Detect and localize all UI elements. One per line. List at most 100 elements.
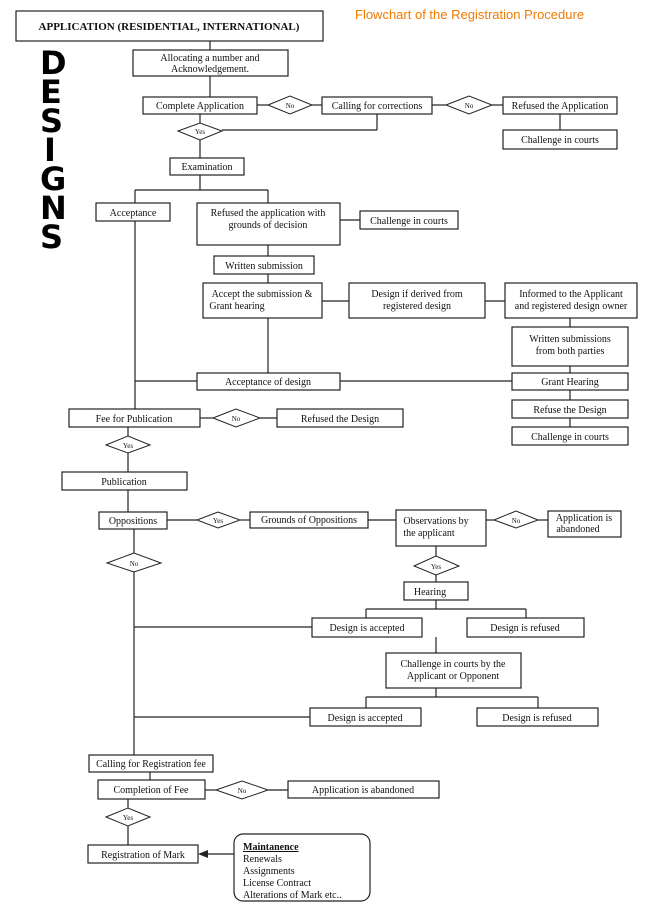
svg-text:Application is: Application is — [556, 513, 612, 524]
svg-text:Yes: Yes — [123, 814, 133, 822]
svg-text:Maintanence: Maintanence — [243, 842, 299, 853]
node-application-abandoned-2: Application is abandoned — [287, 780, 440, 799]
node-refused-application: Refused the Application — [502, 96, 618, 115]
svg-text:Calling for Registration fee: Calling for Registration fee — [96, 759, 206, 770]
node-refused-design: Refused the Design — [276, 408, 404, 428]
node-application-abandoned-1: Application is abandoned — [547, 510, 622, 538]
node-refused-grounds: Refused the application with grounds of … — [196, 202, 341, 246]
node-complete-application: Complete Application — [142, 96, 258, 115]
svg-text:Design is refused: Design is refused — [490, 623, 559, 634]
node-design-refused-2: Design is refused — [476, 707, 599, 727]
decision-no-5: No — [105, 552, 163, 573]
svg-text:Calling for corrections: Calling for corrections — [332, 101, 423, 112]
svg-text:Completion of Fee: Completion of Fee — [114, 785, 190, 796]
decision-no-2: No — [444, 95, 494, 115]
svg-text:Observations by: Observations by — [403, 516, 468, 527]
svg-text:APPLICATION (RESIDENTIAL, INTE: APPLICATION (RESIDENTIAL, INTERNATIONAL) — [39, 21, 300, 33]
side-letter: D — [40, 44, 67, 82]
svg-text:No: No — [232, 415, 241, 423]
svg-text:Grant hearing: Grant hearing — [209, 301, 264, 312]
node-hearing: Hearing — [403, 581, 469, 601]
node-design-accepted-1: Design is accepted — [311, 617, 423, 638]
svg-text:Challenge in courts: Challenge in courts — [370, 216, 448, 227]
svg-text:No: No — [238, 787, 247, 795]
svg-text:No: No — [286, 102, 295, 110]
svg-text:Yes: Yes — [123, 442, 133, 450]
node-oppositions: Oppositions — [98, 511, 168, 530]
side-letter: I — [44, 131, 56, 169]
svg-text:Publication: Publication — [101, 477, 147, 488]
svg-text:Refused the Application: Refused the Application — [512, 101, 609, 112]
node-grant-hearing: Grant Hearing — [511, 372, 629, 391]
node-challenge-applicant-opponent: Challenge in courts by the Applicant or … — [385, 652, 522, 689]
connectors — [127, 41, 571, 858]
svg-text:No: No — [130, 560, 139, 568]
svg-text:Oppositions: Oppositions — [109, 516, 157, 527]
decision-no-4: No — [492, 510, 540, 529]
node-examination: Examination — [169, 157, 245, 176]
svg-text:Design if derived from: Design if derived from — [371, 289, 463, 300]
svg-text:Written submission: Written submission — [225, 261, 303, 272]
decision-yes-3: Yes — [195, 511, 242, 529]
svg-text:from both parties: from both parties — [536, 346, 605, 357]
svg-text:Fee for Publication: Fee for Publication — [96, 414, 173, 425]
svg-text:Refuse the Design: Refuse the Design — [533, 405, 606, 416]
svg-text:Application is abandoned: Application is abandoned — [312, 785, 414, 796]
svg-text:Complete Application: Complete Application — [156, 101, 244, 112]
svg-text:Challenge in courts by the: Challenge in courts by the — [401, 659, 507, 670]
svg-text:Design is accepted: Design is accepted — [328, 713, 403, 724]
svg-text:Grant Hearing: Grant Hearing — [541, 377, 598, 388]
node-allocating: Allocating a number and Acknowledgement. — [132, 49, 289, 77]
node-calling-registration-fee: Calling for Registration fee — [88, 754, 214, 773]
svg-text:License Contract: License Contract — [243, 878, 311, 889]
svg-text:Accept the submission &: Accept the submission & — [212, 289, 313, 300]
node-acceptance-of-design: Acceptance of design — [196, 372, 341, 391]
decision-yes-5: Yes — [104, 807, 152, 827]
svg-text:Applicant or Opponent: Applicant or Opponent — [407, 671, 499, 682]
svg-text:Design is accepted: Design is accepted — [330, 623, 405, 634]
decision-no-3: No — [211, 408, 262, 428]
svg-text:Assignments: Assignments — [243, 866, 295, 877]
svg-text:Yes: Yes — [195, 128, 205, 136]
svg-text:Challenge in courts: Challenge in courts — [531, 432, 609, 443]
svg-text:Acceptance of design: Acceptance of design — [225, 377, 311, 388]
node-written-submission: Written submission — [213, 255, 315, 275]
node-registration-mark: Registration of Mark — [87, 844, 199, 864]
svg-text:Acknowledgement.: Acknowledgement. — [171, 64, 249, 75]
node-challenge-courts-1: Challenge in courts — [502, 129, 618, 150]
node-grounds-oppositions: Grounds of Oppositions — [249, 511, 369, 529]
decision-no-1: No — [266, 95, 314, 115]
svg-text:Written submissions: Written submissions — [529, 334, 611, 345]
svg-text:Informed to the Applicant: Informed to the Applicant — [519, 289, 623, 300]
side-letter: N — [40, 189, 67, 227]
designs-vertical-label: D E S I G N S — [40, 44, 67, 256]
node-challenge-courts-2: Challenge in courts — [359, 210, 459, 230]
svg-text:Grounds of Oppositions: Grounds of Oppositions — [261, 515, 357, 526]
svg-text:Yes: Yes — [213, 517, 223, 525]
node-challenge-courts-3: Challenge in courts — [511, 426, 629, 446]
side-letter: E — [40, 73, 62, 111]
svg-text:Acceptance: Acceptance — [110, 208, 157, 219]
node-design-refused-1: Design is refused — [466, 617, 585, 638]
decision-no-6: No — [214, 780, 270, 800]
svg-text:Refused the Design: Refused the Design — [301, 414, 379, 425]
svg-text:Yes: Yes — [431, 563, 441, 571]
svg-text:Design is refused: Design is refused — [502, 713, 571, 724]
node-fee-publication: Fee for Publication — [68, 408, 201, 428]
node-design-derived: Design if derived from registered design — [348, 282, 486, 319]
node-completion-fee: Completion of Fee — [97, 779, 206, 800]
svg-text:No: No — [465, 102, 474, 110]
node-acceptance: Acceptance — [95, 202, 171, 222]
svg-text:Hearing: Hearing — [414, 587, 446, 598]
node-observations: Observations by the applicant — [395, 509, 487, 547]
svg-text:abandoned: abandoned — [556, 524, 599, 535]
svg-text:the applicant: the applicant — [403, 528, 455, 539]
node-publication: Publication — [61, 471, 188, 491]
node-informed-applicant: Informed to the Applicant and registered… — [504, 282, 638, 319]
decision-yes-2: Yes — [104, 435, 152, 454]
svg-text:Refused the application with: Refused the application with — [211, 208, 326, 219]
node-calling-corrections: Calling for corrections — [321, 96, 433, 115]
decision-yes-1: Yes — [176, 122, 224, 141]
node-written-submissions-both: Written submissions from both parties — [511, 326, 629, 367]
